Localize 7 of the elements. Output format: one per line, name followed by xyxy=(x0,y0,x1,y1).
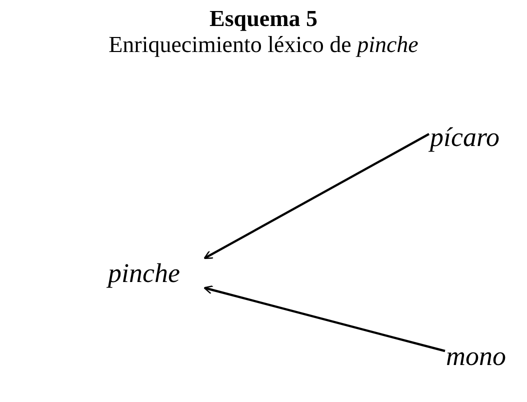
arrow xyxy=(204,285,446,352)
arrow xyxy=(204,133,430,260)
word-label: mono xyxy=(446,341,506,371)
word-label: pinche xyxy=(108,258,180,288)
diagram-title: Esquema 5 xyxy=(208,6,318,32)
diagram-subtitle: Enriquecimiento léxico de pinche xyxy=(108,32,420,58)
word-label: pícaro xyxy=(430,122,500,152)
